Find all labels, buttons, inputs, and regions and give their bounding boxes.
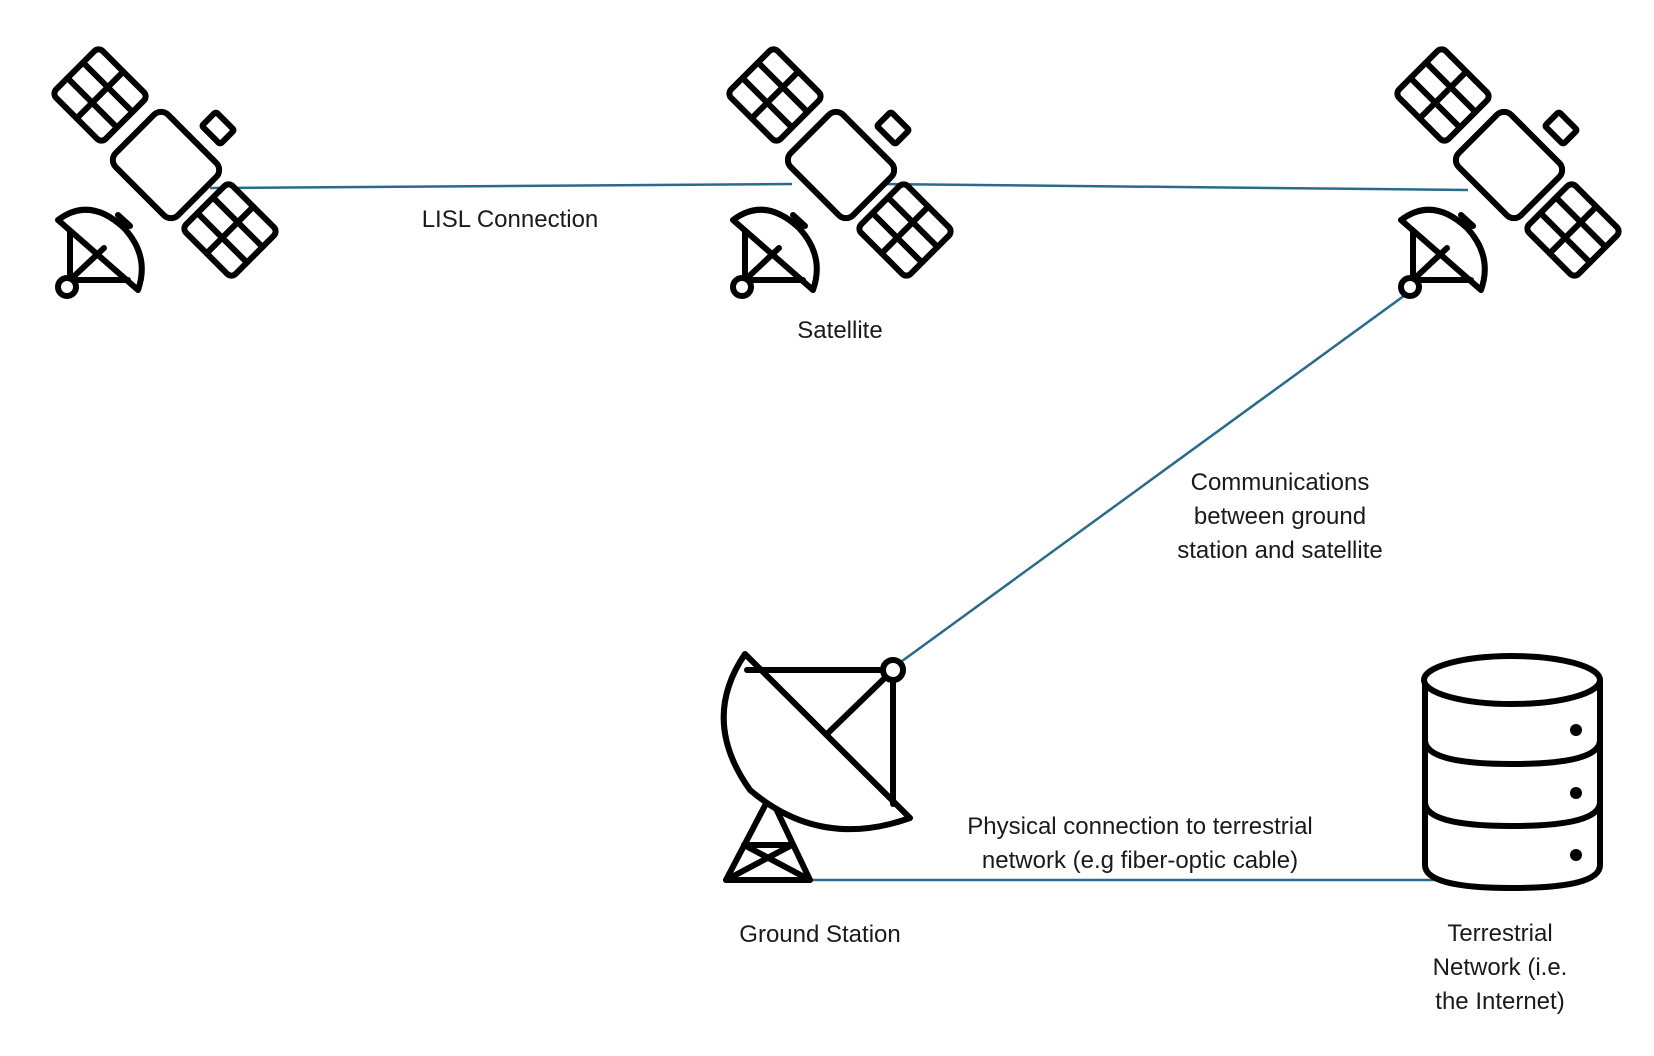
satellite-icon [52,47,278,296]
physical-connection-label: Physical connection to terrestrial netwo… [920,810,1360,878]
lisl-connection-line-right [879,182,1469,192]
terrestrial-network-label: Terrestrial Network (i.e. the Internet) [1400,917,1600,1019]
ground-to-satellite-label: Communications between ground station an… [1120,466,1440,568]
ground-station-label: Ground Station [739,921,901,948]
label-line: network (e.g fiber-optic cable) [981,847,1299,874]
lisl-connection-line-left [209,182,793,190]
label-line: Network (i.e. [1432,954,1568,981]
satellite-label: Satellite [797,317,883,344]
label-line: the Internet) [1435,988,1565,1015]
satellite-icon [1395,47,1621,296]
label-line: Communications [1190,469,1370,496]
ground-to-satellite-line [897,288,1413,666]
label-line: Physical connection to terrestrial [967,813,1313,840]
label-line: between ground [1193,503,1367,530]
satellite-icon [727,47,953,296]
ground-station-dish-icon [720,651,913,883]
lisl-connection-label: LISL Connection [421,206,599,233]
label-line: Terrestrial [1447,920,1553,947]
label-line: station and satellite [1177,537,1383,564]
database-server-icon [1421,653,1603,891]
